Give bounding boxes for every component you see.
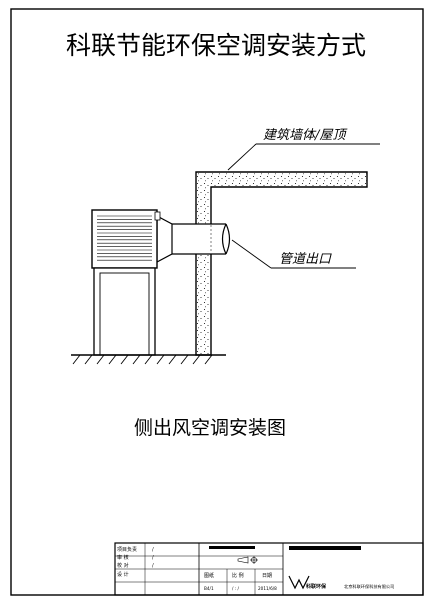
air-conditioner-unit [91, 209, 161, 269]
title-block: 项目负责 审 核 校 对 设 计 / / / 图纸 比 例 日期 B4/1 / … [114, 542, 424, 596]
tb-row-label-2: 审 核 [117, 554, 129, 561]
unit-stand [93, 267, 156, 356]
duct-transition [156, 215, 173, 263]
company-logo: 科联环保 [288, 575, 327, 590]
tb-sheet-value: / : / [232, 586, 239, 591]
svg-text:科联环保: 科联环保 [305, 583, 327, 590]
tb-date-header: 日期 [262, 573, 272, 579]
tb-date-value: 2011/6/8 [258, 586, 277, 591]
tb-row-label-4: 设 计 [117, 571, 129, 578]
outlet-duct [172, 223, 231, 255]
title-bar-top-left [209, 546, 255, 549]
tb-scale-value: B4/1 [204, 586, 214, 591]
wall-roof-label: 建筑墙体/屋顶 [263, 128, 348, 143]
tb-row-label-3: 校 对 [117, 562, 129, 569]
tb-row-value-1: / [152, 547, 154, 553]
drawing-caption: 侧出风空调安装图 [134, 417, 286, 439]
tb-row-value-3: / [152, 563, 154, 569]
tb-row-label-1: 项目负责 [117, 546, 137, 553]
projection-symbol-icon [237, 556, 258, 564]
title-bar-top-right [289, 546, 361, 550]
tb-sheet-header: 比 例 [232, 572, 244, 579]
wall-roof-callout: 建筑墙体/屋顶 [227, 128, 380, 171]
duct-outlet-label: 管道出口 [279, 252, 332, 267]
tb-scale-header: 图纸 [204, 572, 214, 579]
company-name: 北京科联环保科技有限公司 [344, 583, 394, 590]
ground-line [71, 354, 226, 365]
duct-outlet-callout: 管道出口 [231, 239, 356, 269]
drawing-title: 科联节能环保空调安装方式 [66, 31, 366, 60]
tb-row-value-2: / [152, 555, 154, 561]
drawing-frame [10, 8, 424, 596]
